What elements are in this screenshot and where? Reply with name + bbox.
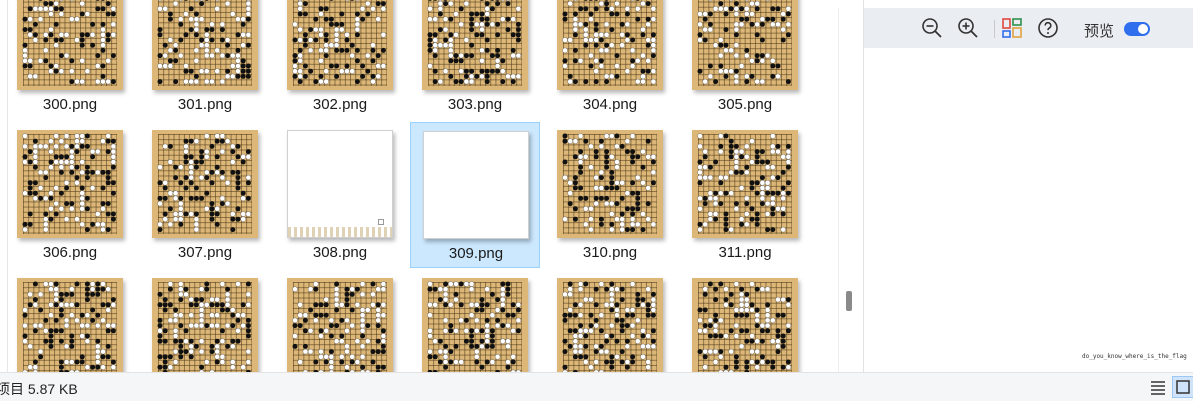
file-name: 309.png	[448, 245, 504, 262]
file-item[interactable]	[410, 270, 540, 372]
go-stones	[22, 0, 117, 85]
go-stones	[562, 133, 657, 233]
vertical-scrollbar[interactable]	[838, 8, 858, 372]
file-name: 303.png	[447, 96, 503, 113]
file-name: 306.png	[42, 244, 98, 261]
file-thumbnail	[17, 130, 123, 238]
go-stones	[427, 281, 522, 372]
preview-toolbar: 预览	[864, 8, 1193, 48]
file-item[interactable]: 311.png	[680, 122, 810, 268]
file-name: 301.png	[177, 96, 233, 113]
scrollbar-thumb[interactable]	[846, 291, 852, 311]
large-icons-view-icon[interactable]	[1172, 376, 1193, 398]
status-text: 项目 5.87 KB	[0, 381, 78, 397]
file-item[interactable]: 303.png	[410, 0, 540, 120]
status-bar: 项目 5.87 KB	[0, 372, 1193, 401]
file-item[interactable]: 308.png	[275, 122, 405, 268]
file-thumbnail	[17, 0, 123, 90]
file-item[interactable]: 300.png	[5, 0, 135, 120]
file-item[interactable]	[275, 270, 405, 372]
go-stones	[157, 281, 252, 372]
file-thumbnail	[152, 0, 258, 90]
file-item[interactable]: 310.png	[545, 122, 675, 268]
go-stones	[292, 281, 387, 372]
file-thumbnail	[152, 278, 258, 372]
navigation-pane-edge	[0, 0, 8, 372]
file-item[interactable]: 305.png	[680, 0, 810, 120]
file-item[interactable]: 301.png	[140, 0, 270, 120]
file-item[interactable]: 306.png	[5, 122, 135, 268]
file-name: 300.png	[42, 96, 98, 113]
file-item[interactable]: 302.png	[275, 0, 405, 120]
preview-label: 预览	[1084, 23, 1115, 40]
preview-toggle[interactable]	[1124, 22, 1150, 36]
file-thumbnail	[422, 278, 528, 372]
file-thumbnail	[557, 130, 663, 238]
file-thumbnail	[287, 278, 393, 372]
file-thumbnail	[287, 0, 393, 90]
file-item[interactable]: 307.png	[140, 122, 270, 268]
file-item[interactable]	[545, 270, 675, 372]
file-name: 311.png	[718, 244, 772, 261]
file-item[interactable]	[680, 270, 810, 372]
file-thumbnail	[423, 131, 529, 239]
zoom-in-icon[interactable]	[956, 16, 980, 40]
file-name: 304.png	[582, 96, 638, 113]
file-thumbnail	[287, 130, 393, 238]
toolbar-separator	[994, 20, 995, 38]
file-item[interactable]: 304.png	[545, 0, 675, 120]
file-item[interactable]	[5, 270, 135, 372]
go-stones	[292, 0, 387, 85]
thumbnail-mark	[378, 219, 384, 225]
file-thumbnail	[692, 0, 798, 90]
help-icon[interactable]	[1036, 16, 1060, 40]
go-stones	[157, 0, 252, 85]
go-stones	[697, 133, 792, 233]
thumbnail-strip	[288, 227, 392, 237]
preview-pane: 预览 do_you_know_where_is_the_flag	[863, 0, 1193, 372]
file-name: 307.png	[177, 244, 233, 261]
file-item[interactable]	[140, 270, 270, 372]
file-thumbnail	[557, 278, 663, 372]
details-view-icon[interactable]	[1147, 376, 1169, 398]
file-grid[interactable]: 300.png 301.png 302.png 303.png 304.png 305.p…	[0, 0, 838, 372]
go-stones	[697, 281, 792, 372]
go-stones	[697, 0, 792, 85]
file-thumbnail	[17, 278, 123, 372]
layout-grid-icon[interactable]	[1000, 16, 1024, 40]
file-name: 308.png	[312, 244, 368, 261]
file-thumbnail	[692, 130, 798, 238]
file-name: 302.png	[312, 96, 368, 113]
file-thumbnail	[557, 0, 663, 90]
go-stones	[562, 0, 657, 85]
go-stones	[427, 0, 522, 85]
go-stones	[22, 281, 117, 372]
go-stones	[22, 133, 117, 233]
zoom-out-icon[interactable]	[920, 16, 944, 40]
toggle-knob	[1138, 24, 1148, 34]
file-name: 310.png	[582, 244, 638, 261]
file-item[interactable]: 309.png	[410, 122, 540, 268]
file-thumbnail	[692, 278, 798, 372]
file-thumbnail	[422, 0, 528, 90]
preview-image-text: do_you_know_where_is_the_flag	[1082, 353, 1187, 360]
go-stones	[562, 281, 657, 372]
go-stones	[157, 133, 252, 233]
file-name: 305.png	[717, 96, 773, 113]
file-thumbnail	[152, 130, 258, 238]
